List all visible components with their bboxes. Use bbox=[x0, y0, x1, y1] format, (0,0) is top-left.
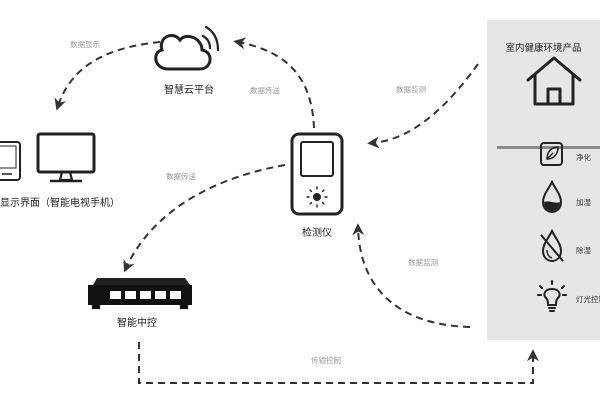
monitor-icon bbox=[36, 132, 96, 183]
feature-label-dehumidify: 除湿 bbox=[576, 246, 591, 255]
arrow-detector-to-cloud bbox=[233, 37, 315, 129]
flow-label-product-to-detector-top: 数据监测 bbox=[396, 85, 426, 94]
arrow-product-to-detector-bottom bbox=[352, 223, 471, 328]
controller-label: 智能中控 bbox=[117, 318, 157, 329]
cloud-label: 智慧云平台 bbox=[164, 85, 214, 96]
feature-label-light-control: 灯光控制 bbox=[576, 295, 600, 304]
tablet-icon bbox=[0, 141, 21, 181]
detector-icon bbox=[290, 132, 344, 216]
arrow-controller-to-product bbox=[138, 342, 539, 384]
cloud-icon bbox=[154, 25, 220, 71]
feature-label-purify: 净化 bbox=[576, 153, 591, 162]
flow-label-controller-to-product: 传输控制 bbox=[311, 356, 341, 365]
detector-label: 检测仪 bbox=[302, 228, 332, 239]
controller-icon bbox=[88, 278, 192, 309]
flow-label-detector-to-controller: 数据传送 bbox=[166, 172, 196, 181]
no-drop-icon bbox=[540, 228, 564, 263]
arrow-cloud-to-display bbox=[54, 41, 161, 111]
display-label: 显示界面（智能电视手机） bbox=[0, 198, 120, 209]
water-drop-icon bbox=[541, 180, 563, 214]
arrow-detector-to-controller bbox=[123, 164, 286, 273]
panel-title: 室内健康环境产品 bbox=[505, 43, 582, 54]
feature-label-humidify: 加湿 bbox=[576, 198, 591, 207]
flow-label-detector-to-cloud: 数据传送 bbox=[250, 86, 280, 95]
arrow-product-to-detector-top bbox=[367, 63, 479, 149]
panel-divider bbox=[497, 146, 600, 149]
flow-label-cloud-to-display: 数据显示 bbox=[70, 40, 100, 49]
product-panel: 室内健康环境产品 净化 加湿 除湿 灯光控制 bbox=[487, 20, 600, 340]
bulb-icon bbox=[537, 280, 567, 312]
house-icon bbox=[526, 56, 582, 106]
leaf-icon bbox=[540, 142, 563, 166]
flow-label-product-to-detector-bottom: 数据监测 bbox=[408, 258, 438, 267]
